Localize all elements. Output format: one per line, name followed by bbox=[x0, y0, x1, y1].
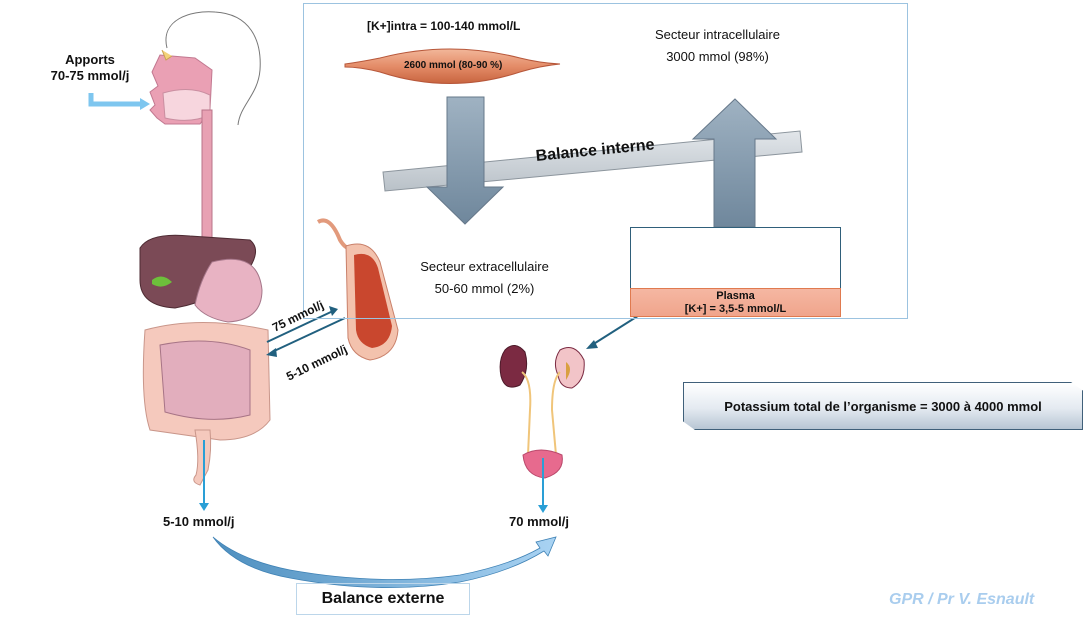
fecal-output-arrowhead bbox=[199, 503, 209, 511]
extracellular-sector-amount: 50-60 mmol (2%) bbox=[434, 281, 535, 296]
intake-amount: 70-75 mmol/j bbox=[50, 68, 130, 83]
absorption-arrowhead bbox=[329, 306, 338, 316]
urinary-output-label: 70 mmol/j bbox=[509, 514, 569, 529]
plasma-title: Plasma bbox=[716, 290, 755, 302]
plasma-band: Plasma [K+] = 3,5-5 mmol/L bbox=[630, 288, 841, 317]
plasma-to-kidney-arrowhead bbox=[586, 340, 598, 349]
head-illustration bbox=[149, 11, 261, 126]
down-arrow-to-extracellular bbox=[425, 96, 505, 225]
intracellular-concentration: [K+]intra = 100-140 mmol/L bbox=[367, 19, 521, 33]
total-potassium-box: Potassium total de l’organisme = 3000 à … bbox=[683, 382, 1083, 430]
internal-compartments-frame bbox=[303, 3, 908, 319]
intracellular-sector: Secteur intracellulaire 3000 mmol (98%) bbox=[630, 24, 805, 68]
blood-vessel-illustration bbox=[316, 218, 399, 361]
digestive-system-illustration bbox=[139, 234, 271, 486]
plasma-concentration: [K+] = 3,5-5 mmol/L bbox=[684, 303, 787, 315]
intake-label: Apports 70-75 mmol/j bbox=[40, 52, 140, 84]
intake-arrow bbox=[88, 93, 140, 107]
extracellular-sector: Secteur extracellulaire 50-60 mmol (2%) bbox=[407, 256, 562, 300]
muscle-illustration bbox=[344, 48, 561, 84]
secretion-arrowhead bbox=[266, 348, 277, 357]
intake-title: Apports bbox=[65, 52, 115, 67]
extracellular-sector-title: Secteur extracellulaire bbox=[420, 259, 549, 274]
muscle-potassium-label: 2600 mmol (80-90 %) bbox=[404, 60, 503, 71]
intake-arrowhead bbox=[140, 98, 150, 110]
external-balance-label: Balance externe bbox=[321, 590, 445, 607]
urinary-output-arrowhead bbox=[538, 505, 548, 513]
secretion-arrow bbox=[271, 317, 346, 353]
total-potassium-text: Potassium total de l’organisme = 3000 à … bbox=[724, 398, 1042, 414]
fecal-output-label: 5-10 mmol/j bbox=[163, 514, 235, 529]
intracellular-sector-amount: 3000 mmol (98%) bbox=[666, 49, 769, 64]
credit-text: GPR / Pr V. Esnault bbox=[889, 591, 1035, 608]
absorption-arrow bbox=[266, 310, 334, 343]
intracellular-sector-title: Secteur intracellulaire bbox=[654, 27, 780, 42]
external-balance-box: Balance externe bbox=[296, 583, 470, 615]
external-balance-arrow bbox=[212, 536, 557, 589]
esophagus-illustration bbox=[201, 109, 213, 239]
internal-balance-bar bbox=[382, 130, 803, 192]
